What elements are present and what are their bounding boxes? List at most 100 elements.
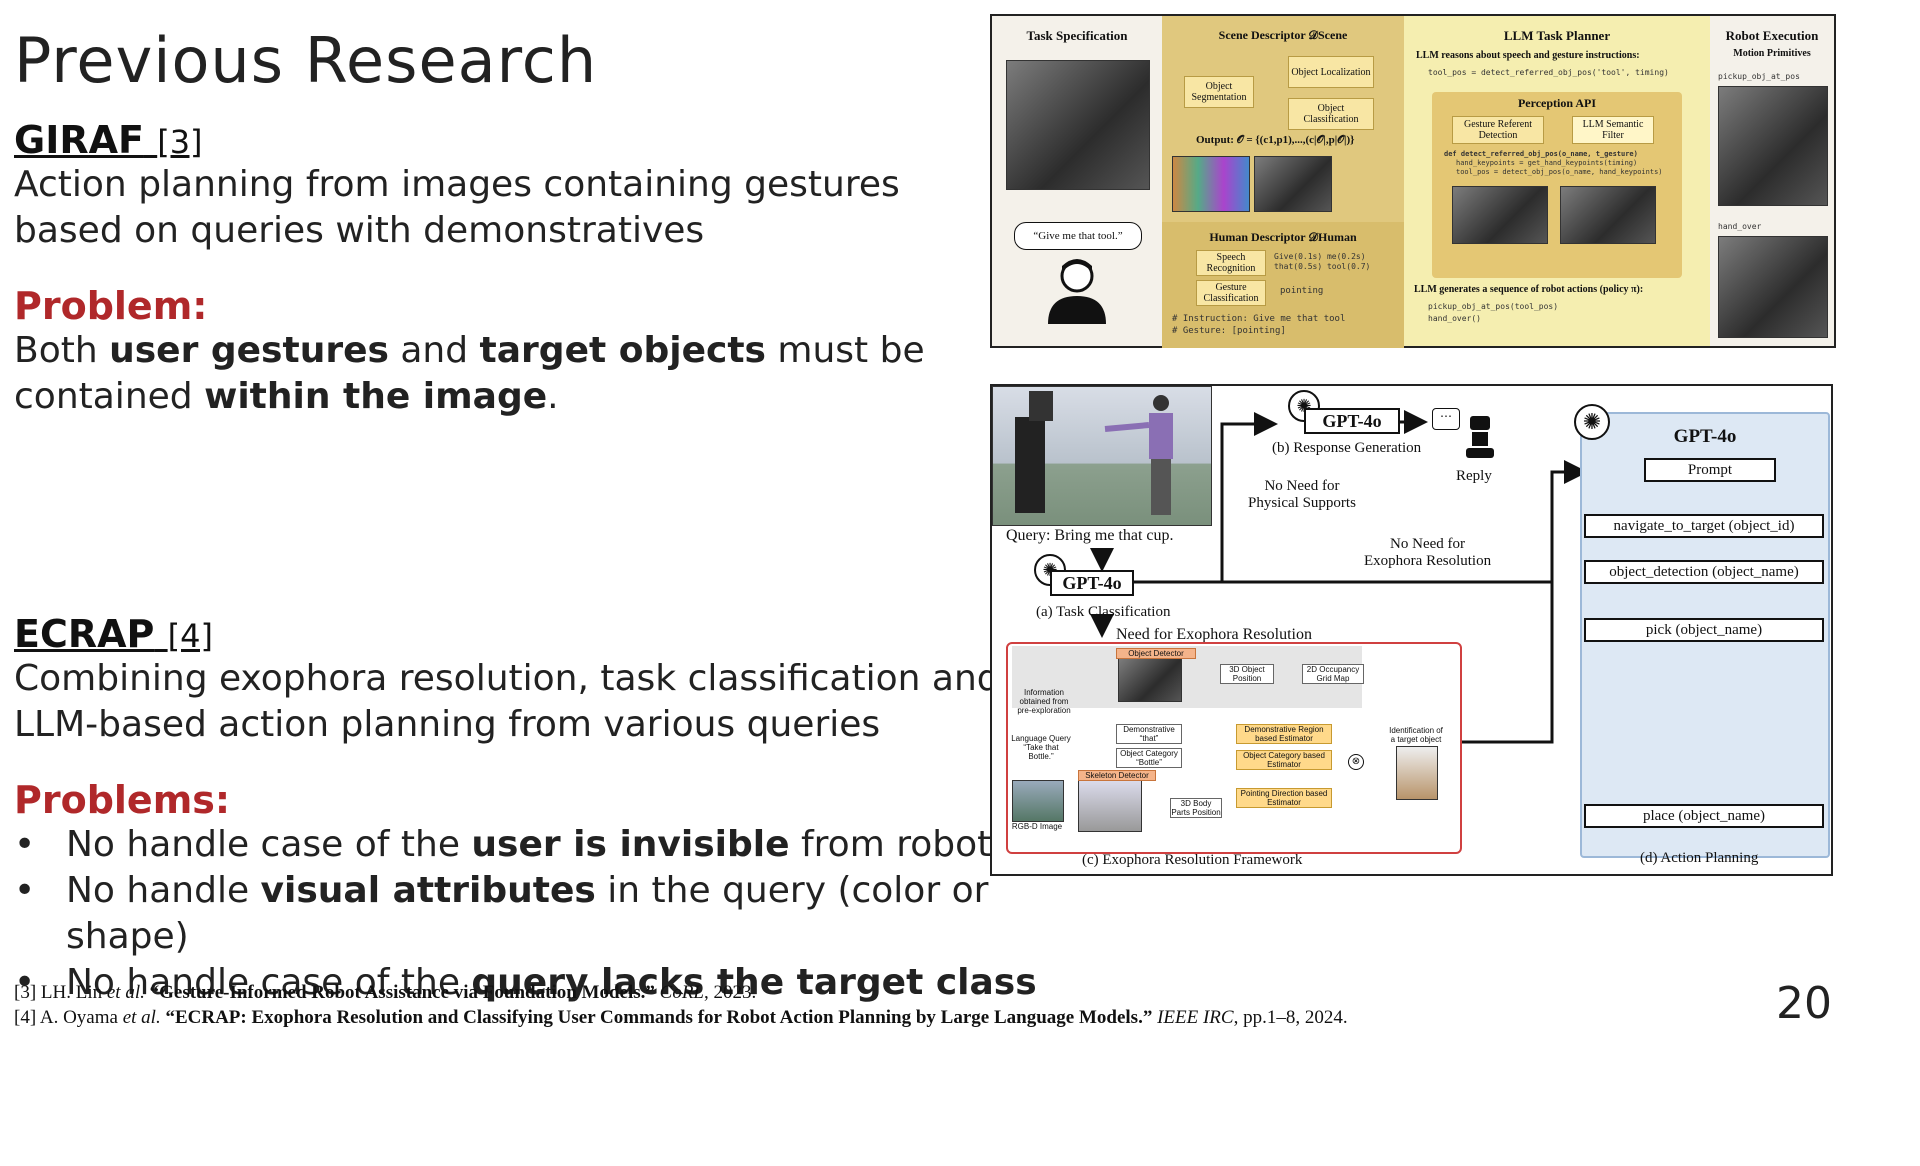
text-span: from robot [789,824,992,865]
action-prompt: Prompt [1644,458,1776,482]
robot-icon [1466,416,1494,458]
llm-reason: LLM reasons about speech and gesture ins… [1416,50,1640,61]
text-span: must be [765,330,925,371]
references: [3] LH. Lin et al. “Gesture-Informed Rob… [14,980,1614,1030]
caption-a: (a) Task Classification [1036,604,1171,620]
task-spec-title: Task Specification [1026,28,1128,43]
action-detect: object_detection (object_name) [1584,560,1824,584]
execution-photo-1 [1718,86,1828,206]
ecrap-desc-line2: LLM-based action planning from various q… [14,704,881,745]
3d-body-position: 3D Body Parts Position [1170,798,1222,818]
2d-grid-map: 2D Occupancy Grid Map [1302,664,1364,684]
demo-region-estimator: Demonstrative Region based Estimator [1236,724,1332,744]
scene-photo [992,386,1212,526]
gpt-box-b: GPT-4o [1304,408,1400,434]
openai-icon: ✺ [1574,404,1610,440]
object-category-estimator: Object Category based Estimator [1236,750,1332,770]
semantic-filter-box: LLM Semantic Filter [1572,116,1654,144]
caption-c: (c) Exophora Resolution Framework [1082,852,1303,868]
robot-execution-panel: Robot Execution Motion Primitives pickup… [1710,16,1834,346]
bold-span: user is invisible [471,824,790,865]
ref-num: [3] [14,982,37,1003]
info-label: Information obtained from pre-exploratio… [1017,688,1071,715]
execution-photo-2 [1718,236,1828,338]
query-text: Query: Bring me that cup. [1006,527,1174,544]
segmentation-box: Object Segmentation [1184,76,1254,108]
ecrap-figure: Query: Bring me that cup. ✺ GPT-4o (a) T… [990,384,1833,876]
giraf-problem-text: Both user gestures and target objects mu… [14,328,974,420]
gesture-line: # Gesture: [pointing] [1172,326,1286,336]
localization-photo [1254,156,1332,212]
3d-object-position: 3D Object Position [1220,664,1274,684]
robot-photo [1006,60,1150,190]
text-span: No handle case of the [66,824,472,865]
gpt-box-a: GPT-4o [1050,570,1134,596]
caption-b: (b) Response Generation [1272,440,1422,456]
list-item: •No handle case of the query lacks the t… [14,962,1037,1003]
language-query: Language Query “Take that Bottle.” [1010,734,1072,761]
ref-title: “ECRAP: Exophora Resolution and Classify… [165,1007,1153,1028]
instruction-line: # Instruction: Give me that tool [1172,314,1346,324]
scene-descriptor-panel: Scene Descriptor 𝒟Scene Object Segmentat… [1162,16,1404,348]
text-span: and [388,330,480,371]
speech-bubble: “Give me that tool.” [1014,222,1142,250]
reference-item: [4] A. Oyama et al. “ECRAP: Exophora Res… [14,1005,1614,1030]
tool-pos-line: tool_pos = detect_referred_obj_pos('tool… [1428,68,1669,77]
perception-photo-1 [1452,186,1548,244]
bold-span: visual attributes [260,870,596,911]
action-place: place (object_name) [1584,804,1824,828]
person-robot-illustration [1015,391,1173,515]
ref-etal: et al. [106,982,145,1003]
caption-d: (d) Action Planning [1640,850,1759,866]
robot-execution-title: Robot Execution [1725,28,1819,43]
rgbd-label: RGB-D Image [1010,822,1064,831]
reference-item: [3] LH. Lin et al. “Gesture-Informed Rob… [14,980,1614,1005]
skeleton-detector: Skeleton Detector [1078,770,1156,781]
ref-authors: A. Oyama [39,1007,118,1028]
code-line-3: tool_pos = detect_obj_pos(o_name, hand_k… [1456,168,1663,176]
person-icon [1048,259,1106,324]
target-identification: Identification of a target object [1386,726,1446,744]
ref-venue: IEEE IRC [1157,1007,1234,1028]
chat-bubble-icon: ⋯ [1432,408,1460,430]
page-number: 20 [1776,978,1832,1029]
llm-gen: LLM generates a sequence of robot action… [1414,284,1644,295]
text-span: . [547,376,559,417]
text-span: No handle [66,870,261,911]
handover-line: hand_over() [1428,314,1481,323]
no-exo-line1: No Need for [1390,536,1466,552]
ref-title: “Gesture-Informed Robot Assistance via F… [149,982,655,1003]
primitive-2: hand_over [1718,222,1762,231]
product-icon: ⊗ [1348,754,1364,770]
task-spec-panel: Task Specification “Give me that tool.” [992,16,1162,346]
classification-box: Object Classification [1288,98,1374,130]
text-span: contained [14,376,205,417]
no-phys-line2: Physical Supports [1248,495,1356,511]
perception-api-panel: Perception API Gesture Referent Detectio… [1432,92,1682,278]
giraf-title: GIRAF [14,118,144,162]
motion-primitives: Motion Primitives [1733,48,1811,59]
demonstrative-box: Demonstrative “that” [1116,724,1182,744]
list-item: •No handle visual attributes in the quer… [14,870,989,957]
ecrap-heading: ECRAP [4] [14,612,213,656]
giraf-ref: [3] [157,123,203,161]
no-exophora: No Need for Exophora Resolution [1364,536,1491,570]
object-detector: Object Detector [1116,648,1196,659]
category-box: Object Category “Bottle” [1116,748,1182,768]
ref-authors: LH. Lin [40,982,103,1003]
pick-line: pickup_obj_at_pos(tool_pos) [1428,302,1559,311]
need-exophora: Need for Exophora Resolution [1116,626,1312,643]
ref-venue: CoRL [659,982,705,1003]
no-exo-line2: Exophora Resolution [1364,553,1492,569]
gesture-classification-box: Gesture Classification [1196,280,1266,306]
llm-planner-title: LLM Task Planner [1503,28,1611,43]
ref-etal: et al. [122,1007,161,1028]
perception-photo-2 [1560,186,1656,244]
skeleton-photo [1078,778,1142,832]
ref-tail: , pp.1–8, 2024. [1233,1007,1348,1028]
giraf-desc-line2: based on queries with demonstratives [14,210,705,251]
giraf-figure: Task Specification “Give me that tool.” … [990,14,1836,348]
giraf-heading: GIRAF [3] [14,118,203,162]
ecrap-description: Combining exophora resolution, task clas… [14,656,1014,748]
openai-icon: ✺ [1288,390,1320,422]
